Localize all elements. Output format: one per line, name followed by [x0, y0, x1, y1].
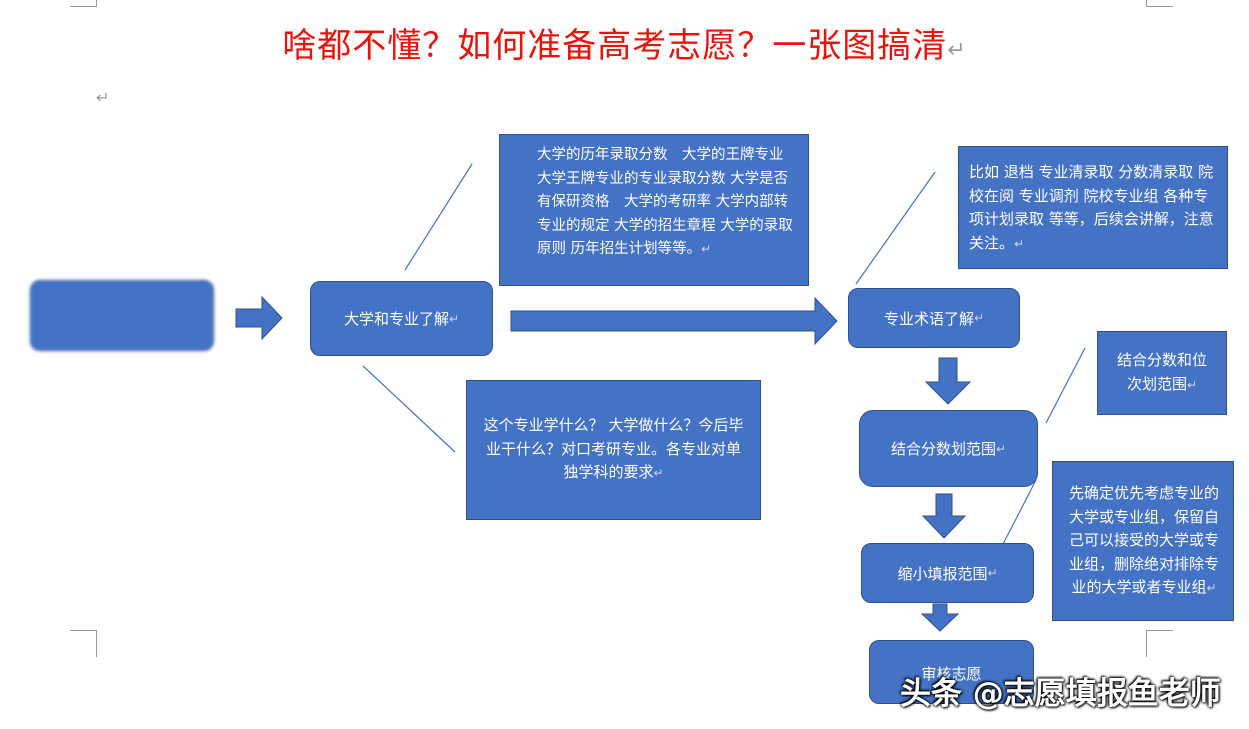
node-terms-label: 专业术语了解 [883, 309, 974, 328]
connector-terms-to-info [855, 171, 936, 285]
page-title: 啥都不懂？如何准备高考志愿？一张图搞清↵ [0, 18, 1249, 67]
connector-univ-to-major [362, 365, 456, 453]
node-understand-university-label: 大学和专业了解 [343, 310, 449, 328]
paragraph-mark-icon: ↵ [96, 88, 110, 107]
note-narrow-info: 先确定优先考虑专业的大学或专业组，保留自己可以接受的大学或专业组，删除绝对排除专… [1052, 461, 1234, 621]
node-score-range: 结合分数划范围↵ [859, 410, 1038, 487]
node-review-label: 审核志愿 [921, 665, 982, 683]
paragraph-mark-icon: ↵ [987, 566, 998, 580]
paragraph-mark-icon: ↵ [1186, 377, 1198, 392]
node-understand-university: 大学和专业了解↵ [310, 281, 493, 356]
arrow-univ-to-terms [510, 296, 838, 346]
paragraph-mark-icon: ↵ [653, 466, 664, 480]
page-corner-top-right [1146, 0, 1173, 7]
paragraph-mark-icon: ↵ [995, 441, 1007, 456]
note-university-info: 大学的历年录取分数 大学的王牌专业 大学王牌专业的专业录取分数 大学是否有保研资… [499, 134, 809, 286]
note-major-info: 这个专业学什么？ 大学做什么？今后毕业干什么？对口考研专业。各专业对单独学科的要… [466, 380, 761, 520]
note-university-info-text: 大学的历年录取分数 大学的王牌专业 大学王牌专业的专业录取分数 大学是否有保研资… [537, 147, 798, 257]
note-score-rank: 结合分数和位次划范围↵ [1097, 331, 1227, 415]
note-major-info-text: 这个专业学什么？ 大学做什么？今后毕业干什么？对口考研专业。各专业对单独学科的要… [483, 416, 744, 481]
paragraph-mark-icon: ↵ [1206, 581, 1217, 595]
node-review: 审核志愿 [869, 640, 1034, 704]
connector-range-to-rank [1045, 347, 1086, 424]
note-terms-info: 比如 退档 专业清录取 分数清录取 院校在阅 专业调剂 院校专业组 各种专项计划… [958, 146, 1228, 269]
node-score-range-label: 结合分数划范围 [890, 440, 996, 458]
paragraph-mark-icon: ↵ [448, 311, 460, 326]
note-score-rank-text: 结合分数和位次划范围 [1116, 351, 1207, 393]
node-narrow-range: 缩小填报范围↵ [861, 543, 1034, 603]
paragraph-mark-icon: ↵ [1014, 236, 1025, 251]
note-narrow-info-text: 先确定优先考虑专业的大学或专业组，保留自己可以接受的大学或专业组，删除绝对排除专… [1068, 484, 1219, 596]
note-terms-info-text: 比如 退档 专业清录取 分数清录取 院校在阅 专业调剂 院校专业组 各种专项计划… [969, 163, 1214, 252]
page-corner-bottom-left [70, 630, 97, 657]
paragraph-mark-icon: ↵ [701, 242, 712, 256]
arrow-range-to-narrow [921, 493, 967, 539]
watermark: 头条 @志愿填报鱼老师 [900, 676, 1221, 712]
node-terms: 专业术语了解↵ [848, 288, 1020, 348]
node-start [30, 280, 214, 351]
page-corner-top-left [70, 0, 97, 7]
connector-narrow-to-info [999, 479, 1037, 551]
paragraph-mark-icon: ↵ [947, 38, 967, 63]
node-narrow-range-label: 缩小填报范围 [897, 564, 988, 583]
page-title-text: 啥都不懂？如何准备高考志愿？一张图搞清 [282, 26, 948, 66]
arrow-terms-to-range [924, 357, 972, 405]
arrow-narrow-to-review [920, 603, 960, 632]
connector-univ-to-info [404, 163, 473, 271]
paragraph-mark-icon: ↵ [973, 311, 985, 325]
arrow-start-to-univ [235, 295, 283, 341]
page-corner-bottom-right [1146, 630, 1173, 657]
